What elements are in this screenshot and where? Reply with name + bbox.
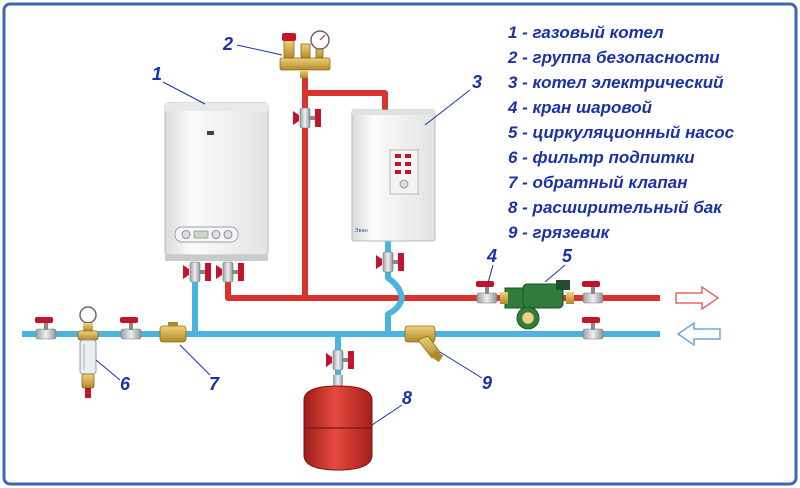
legend-item-4: 4 - кран шаровой	[507, 98, 653, 117]
callout-3: 3	[472, 72, 482, 92]
expansion-tank-icon	[303, 349, 373, 471]
gas-boiler-icon	[164, 102, 269, 261]
legend-item-2: 2 - группа безопасности	[507, 48, 720, 67]
callout-numbers: 1 2 3 4 5 6 7 8 9	[120, 34, 573, 408]
legend-item-8: 8 - расширительный бак	[508, 198, 723, 217]
legend-item-7: 7 - обратный клапан	[508, 173, 688, 192]
callout-2: 2	[222, 34, 233, 54]
legend-item-1: 1 - газовый котел	[508, 23, 664, 42]
y-strainer-icon	[404, 325, 444, 363]
callout-6: 6	[120, 374, 131, 394]
circulation-pump-icon	[500, 280, 574, 330]
callout-7: 7	[209, 374, 220, 394]
legend-item-3: 3 - котел электрический	[508, 73, 724, 92]
legend-item-9: 9 - грязевик	[508, 223, 611, 242]
legend: 1 - газовый котел 2 - группа безопасност…	[507, 23, 735, 242]
electric-boiler-icon: Эван	[351, 109, 436, 242]
leader-lines	[95, 44, 566, 426]
callout-8: 8	[402, 388, 412, 408]
return-inlet-arrow	[676, 321, 721, 347]
electric-boiler-brand: Эван	[355, 228, 368, 234]
callout-5: 5	[562, 246, 573, 266]
supply-outlet-arrow	[675, 285, 720, 311]
legend-item-5: 5 - циркуляционный насос	[508, 123, 735, 142]
callout-9: 9	[482, 373, 492, 393]
pressure-gauge-icon	[279, 30, 331, 78]
legend-item-6: 6 - фильтр подпитки	[508, 148, 695, 167]
check-valve-icon	[159, 322, 187, 343]
filter-icon	[77, 306, 99, 398]
callout-1: 1	[152, 64, 162, 84]
callout-4: 4	[486, 246, 497, 266]
